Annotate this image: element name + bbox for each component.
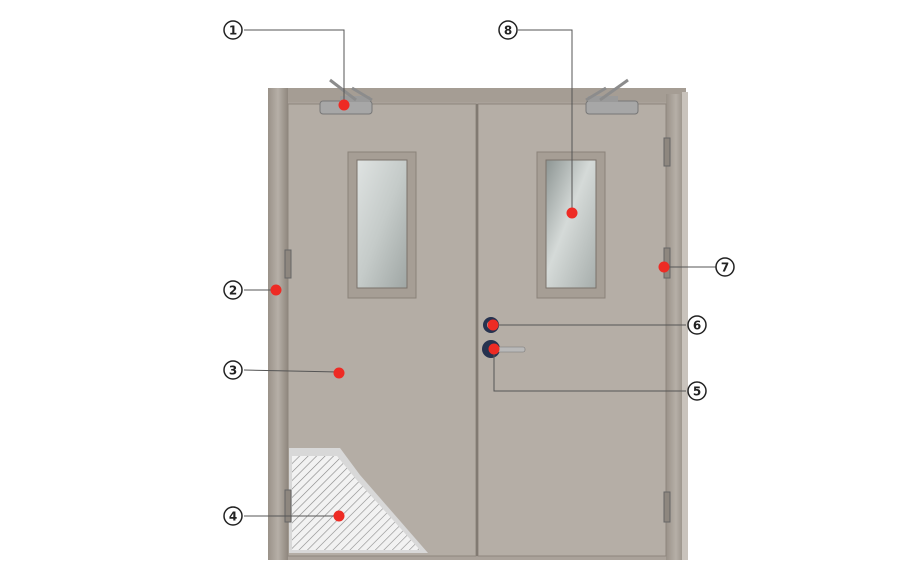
right-door-closer	[585, 78, 639, 115]
callout-3: 3	[223, 360, 243, 380]
callout-4: 4	[223, 506, 243, 526]
svg-text:6: 6	[693, 319, 701, 333]
svg-text:7: 7	[721, 261, 729, 275]
svg-text:8: 8	[504, 24, 512, 38]
marker-1	[338, 99, 350, 111]
callout-8: 8	[498, 20, 518, 40]
svg-text:5: 5	[693, 385, 701, 399]
marker-4	[333, 510, 345, 522]
svg-text:2: 2	[229, 284, 237, 298]
markers	[270, 99, 670, 522]
marker-7	[658, 261, 670, 273]
marker-8	[566, 207, 578, 219]
left-vision-panel	[347, 151, 417, 299]
callout-2: 2	[223, 280, 243, 300]
right-vision-panel	[536, 151, 606, 299]
cutaway-infill	[289, 448, 428, 553]
callout-6: 6	[687, 315, 707, 335]
marker-2	[270, 284, 282, 296]
marker-5	[488, 343, 500, 355]
callout-1: 1	[223, 20, 243, 40]
svg-text:3: 3	[229, 364, 237, 378]
leader-lines	[243, 29, 716, 517]
callouts: 1 2 3 4 5 6 7 8	[223, 20, 735, 526]
callout-7: 7	[715, 257, 735, 277]
marker-6	[487, 319, 499, 331]
svg-text:1: 1	[229, 24, 237, 38]
svg-text:4: 4	[229, 510, 237, 524]
callout-5: 5	[687, 381, 707, 401]
marker-3	[333, 367, 345, 379]
